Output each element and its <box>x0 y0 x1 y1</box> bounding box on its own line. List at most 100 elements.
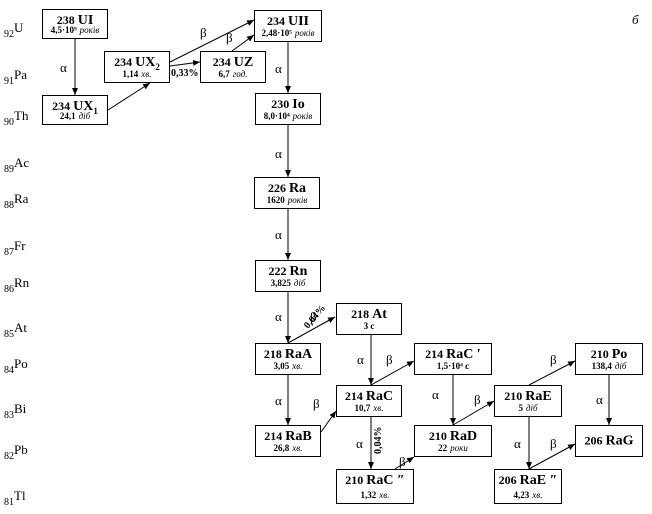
half-life-unit: хв. <box>379 490 390 500</box>
decay-arrow-rac-to-rac1 <box>370 360 415 386</box>
nuclide-symbol: RaC ′ <box>446 347 481 362</box>
element-label-ac: 89Ac <box>4 155 29 176</box>
half-life-value: 5 <box>518 403 523 413</box>
element-label-th: 90Th <box>4 108 28 129</box>
mass-number: 234 <box>114 55 133 69</box>
beta-decay-label: β <box>310 309 317 324</box>
beta-decay-label: β <box>200 25 207 40</box>
mass-number: 234 <box>52 99 71 113</box>
mass-number: 214 <box>344 389 363 403</box>
half-life-value: 4,5·10⁹ <box>50 25 77 35</box>
nuclide-symbol: RaD <box>449 429 478 444</box>
half-life-unit: років <box>292 111 313 121</box>
atomic-number: 84 <box>4 365 14 376</box>
beta-decay-label: β <box>313 396 320 411</box>
element-label-at: 85At <box>4 320 27 341</box>
element-symbol: Bi <box>14 401 27 416</box>
atomic-number: 81 <box>4 497 14 508</box>
half-life-unit: хв. <box>292 443 303 453</box>
decay-arrow-raa-to-at <box>287 316 336 344</box>
decay-arrow-ux2-to-uz <box>169 59 201 67</box>
beta-decay-label: β <box>226 30 233 45</box>
nuclide-symbol: UZ <box>233 55 254 70</box>
half-life-value: 4,23 <box>513 490 530 500</box>
beta-decay-label: β <box>550 436 557 451</box>
alpha-decay-label: α <box>356 436 363 451</box>
nuclide-symbol: RaC ″ <box>366 473 405 488</box>
atomic-number: 88 <box>4 200 14 211</box>
mass-number: 210 <box>345 473 364 487</box>
mass-number: 222 <box>268 264 287 278</box>
nuclide-symbol: UX <box>135 55 156 70</box>
mass-number: 210 <box>504 389 523 403</box>
element-symbol: Tl <box>14 488 26 503</box>
half-life-unit: років <box>287 195 308 205</box>
atomic-number: 89 <box>4 164 14 175</box>
alpha-decay-label: α <box>275 309 282 324</box>
half-life-value: 138,4 <box>591 361 612 371</box>
nuclide-symbol: Rn <box>289 264 308 279</box>
half-life-unit: років <box>294 28 315 38</box>
decay-arrow-rad-to-rae <box>452 400 495 426</box>
half-life-unit: діб <box>293 278 306 288</box>
element-symbol: Rn <box>14 275 30 290</box>
element-symbol: Th <box>14 108 29 123</box>
mass-number: 210 <box>428 429 447 443</box>
decay-arrow-ux1-to-ux2 <box>107 82 151 111</box>
mass-number: 226 <box>267 181 286 195</box>
nuclide-symbol: Ra <box>288 181 307 196</box>
alpha-decay-label: α <box>596 392 603 407</box>
mass-number: 234 <box>266 14 285 28</box>
atomic-number: 85 <box>4 329 14 340</box>
element-symbol: Pa <box>14 67 27 82</box>
alpha-decay-label: α <box>275 393 282 408</box>
half-life-value: 3,825 <box>270 278 291 288</box>
decay-arrow-uz-to-uii <box>231 34 255 52</box>
nuclide-symbol: UII <box>287 14 309 29</box>
half-life-value: 1,14 <box>122 69 139 79</box>
half-life-value: 8,0·10⁴ <box>263 111 290 121</box>
decay-arrow-rac2-to-rad <box>394 456 415 470</box>
half-life-unit: хв. <box>141 69 152 79</box>
rac-branch-percent: 0,04% <box>373 426 384 455</box>
half-life-value: 1,32 <box>360 490 377 500</box>
alpha-decay-label: α <box>432 387 439 402</box>
half-life: 3 с <box>337 321 401 332</box>
half-life-unit: хв. <box>292 361 303 371</box>
half-life-value: 2,48·10⁵ <box>261 28 292 38</box>
mass-number: 238 <box>56 13 75 27</box>
nuclide-symbol: RaE <box>525 389 552 404</box>
nuclide-symbol: RaG <box>605 433 634 449</box>
alpha-decay-label: α <box>60 60 67 75</box>
half-life-value: 10,7 <box>354 403 371 413</box>
mass-number: 234 <box>212 55 231 69</box>
ux2-branch-percent: 0,33% <box>171 68 199 79</box>
